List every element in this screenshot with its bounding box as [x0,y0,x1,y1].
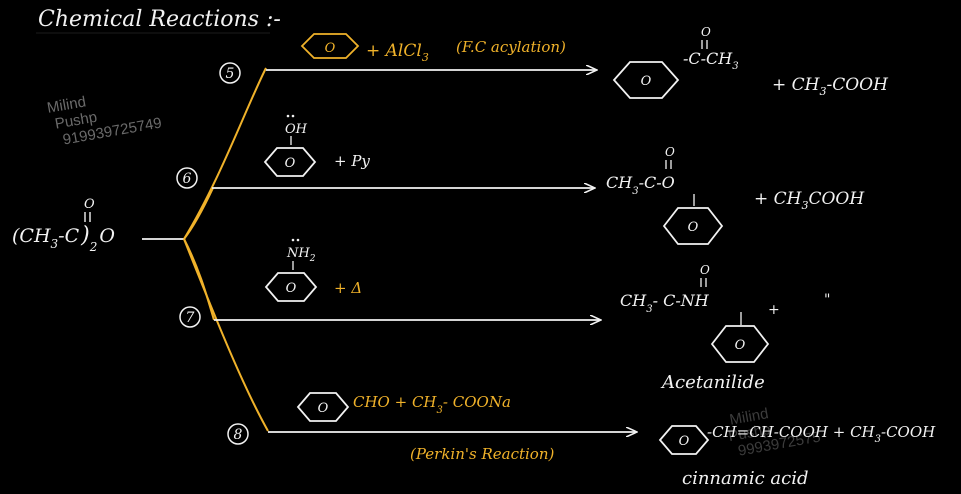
benzene-circle: O [325,41,336,56]
benzene-circle: O [679,434,690,449]
reaction-7-product: O CH3- C-NH + " O Acetanilide [620,263,830,393]
benzene-ring-icon [300,33,360,59]
reaction-6-reagent: + Py [334,152,370,170]
benzene-ring-icon [263,147,317,177]
reaction-6-product: O CH3-C-O O + CH3COOH [606,145,865,245]
branch-line-5 [183,67,267,240]
product-7-formula: CH3- C-NH [620,291,710,315]
benzene-ring-icon [658,425,710,455]
product-8-name: cinnamic acid [682,468,808,489]
benzene-circle: O [735,338,746,353]
branch-line-8 [183,238,269,432]
step-8-badge: 8 [227,423,249,445]
product-5-carbonyl-o: O [701,25,711,39]
watermark-faded-line1: Milind [728,405,770,429]
reaction-7-reagent: + Δ [334,279,362,297]
benzene-circle: O [286,281,297,296]
reaction-7-reagents: NH2 O + Δ [264,238,362,302]
step-5-badge: 5 [219,62,241,84]
product-7-plus: + [768,302,780,318]
step-8-number: 8 [234,427,243,443]
reaction-8-reagent: CHO + CH3- COONa [353,393,511,416]
step-6-badge: 6 [176,167,198,189]
reaction-8-reagents: O CHO + CH3- COONa (Perkin's Reaction) [296,392,554,463]
byproduct-5: + CH3-COOH [772,75,889,98]
reaction-5-reagent: + AlCl3 [366,41,429,64]
reaction-8-product: O -CH=CH-COOH + CH3-COOH cinnamic acid [658,423,936,489]
step-6-number: 6 [183,171,192,187]
reactant-carbonyl-o: O [84,197,95,212]
reaction-5-product: O O -C-CH3 + CH3-COOH [612,25,889,99]
benzene-circle: O [285,156,296,171]
watermark-line1: Milind [46,93,88,117]
benzene-circle: O [641,74,652,89]
reaction-arrows [212,70,636,432]
product-7-carbonyl-o: O [700,263,710,277]
product-6-carbonyl-o: O [665,145,675,159]
branch-line-6 [183,187,214,240]
benzene-circle: O [688,220,699,235]
branch-lines [183,67,269,432]
product-5-formula: -C-CH3 [683,49,739,72]
product-6-formula: CH3-C-O [606,173,675,197]
product-7-name: Acetanilide [660,372,765,393]
step-5-number: 5 [226,66,235,82]
reaction-5-note: (F.C acylation) [456,38,566,56]
benzene-ring-icon [612,61,680,99]
benzene-ring-icon [710,325,770,363]
reaction-5-reagents: O + AlCl3 (F.C acylation) [300,33,566,64]
reaction-7-group: NH2 [286,246,316,264]
benzene-circle: O [318,401,329,416]
product-7-ditto: " [824,292,830,308]
step-7-number: 7 [186,310,195,326]
benzene-ring-icon [264,272,318,302]
page-title: Chemical Reactions :- [38,7,281,32]
benzene-ring-icon [662,207,724,245]
reaction-6-reagents: OH O + Py [263,114,370,177]
reaction-8-note: (Perkin's Reaction) [410,445,554,463]
product-8-formula: -CH=CH-COOH + CH3-COOH [707,423,936,445]
reaction-6-group: OH [285,122,308,137]
step-7-badge: 7 [179,306,201,328]
byproduct-6: + CH3COOH [754,189,865,212]
benzene-ring-icon [296,392,350,422]
watermark: Milind Pushp 919939725749 [46,93,163,148]
